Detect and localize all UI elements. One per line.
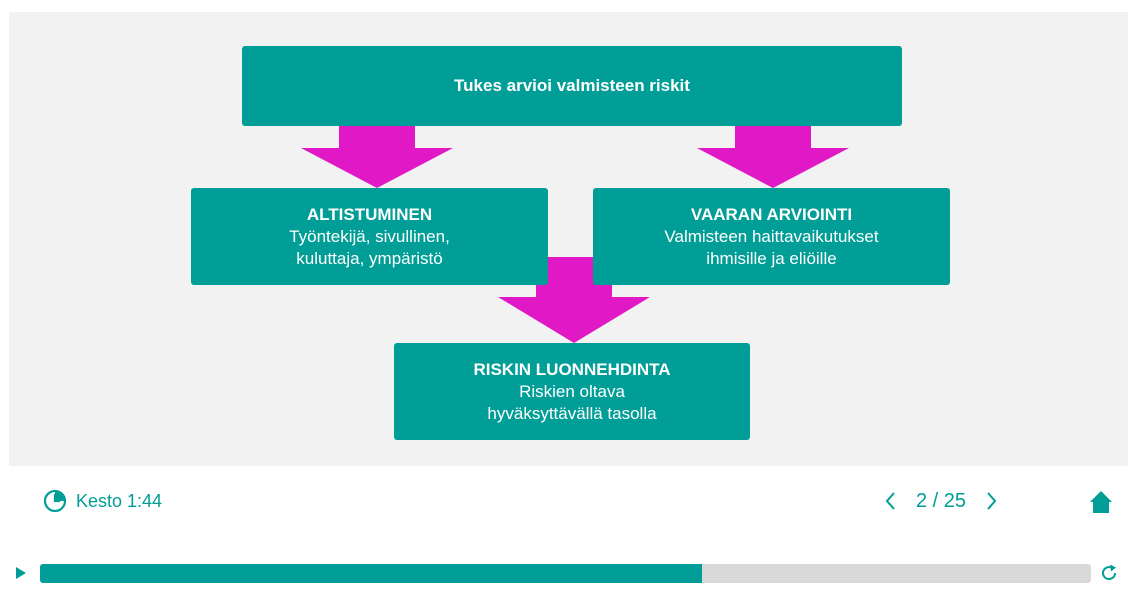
box-title: VAARAN ARVIOINTI <box>690 204 853 224</box>
box-text: ihmisille ja eliöille <box>706 248 837 268</box>
box-text: Työntekijä, sivullinen, <box>289 226 450 246</box>
box-title: ALTISTUMINEN <box>306 204 433 224</box>
box-text: Valmisteen haittavaikutukset <box>664 226 879 246</box>
prev-slide-button[interactable] <box>882 488 898 514</box>
box-risk-assessment: Tukes arvioi valmisteen riskit <box>242 46 902 126</box>
arrow-down-left <box>301 126 453 188</box>
arrow-down-right <box>697 126 849 188</box>
box-text: kuluttaja, ympäristö <box>296 248 443 268</box>
clock-icon <box>43 489 67 513</box>
home-icon[interactable] <box>1089 490 1113 514</box>
chevron-right-icon <box>987 492 997 510</box>
box-hazard-assessment: VAARAN ARVIOINTI Valmisteen haittavaikut… <box>593 188 950 285</box>
box-exposure: ALTISTUMINEN Työntekijä, sivullinen, kul… <box>191 188 548 285</box>
duration-label: Kesto 1:44 <box>76 490 163 511</box>
chevron-left-icon <box>885 492 895 510</box>
slide-pager: 2 / 25 <box>882 488 1000 514</box>
box-text: Riskien oltava <box>519 381 625 401</box>
next-slide-button[interactable] <box>984 488 1000 514</box>
duration-display: Kesto 1:44 <box>43 488 162 514</box>
progress-fill <box>40 564 703 583</box>
box-title: RISKIN LUONNEHDINTA <box>473 359 671 379</box>
player-controls: Kesto 1:44 2 / 25 <box>0 466 1130 599</box>
box-text: hyväksyttävällä tasolla <box>487 403 657 423</box>
slide-canvas: Tukes arvioi valmisteen riskit ALTISTUMI… <box>9 12 1128 466</box>
box-risk-characterisation: RISKIN LUONNEHDINTA Riskien oltava hyväk… <box>394 343 750 440</box>
progress-bar[interactable] <box>40 564 1091 583</box>
play-icon[interactable] <box>14 565 28 581</box>
replay-icon[interactable] <box>1099 563 1119 583</box>
page-indicator: 2 / 25 <box>916 489 967 512</box>
box-title: Tukes arvioi valmisteen riskit <box>454 76 690 95</box>
